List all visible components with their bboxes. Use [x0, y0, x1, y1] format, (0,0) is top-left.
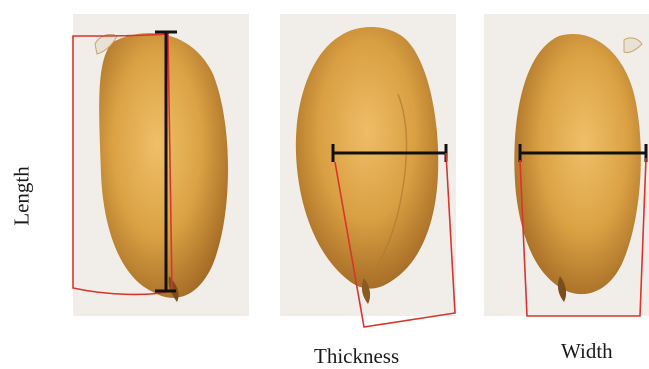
- seed-shape: [99, 33, 228, 298]
- thickness-label: Thickness: [314, 346, 399, 367]
- seed-tip: [624, 38, 642, 53]
- seed-shape: [514, 34, 641, 294]
- length-label: Length: [12, 166, 33, 225]
- seed-shape: [296, 27, 438, 289]
- seed-photo-length: [73, 14, 249, 316]
- seed-photo-thickness: [280, 14, 456, 316]
- width-label: Width: [561, 341, 613, 362]
- seed-photo-width: [484, 14, 649, 316]
